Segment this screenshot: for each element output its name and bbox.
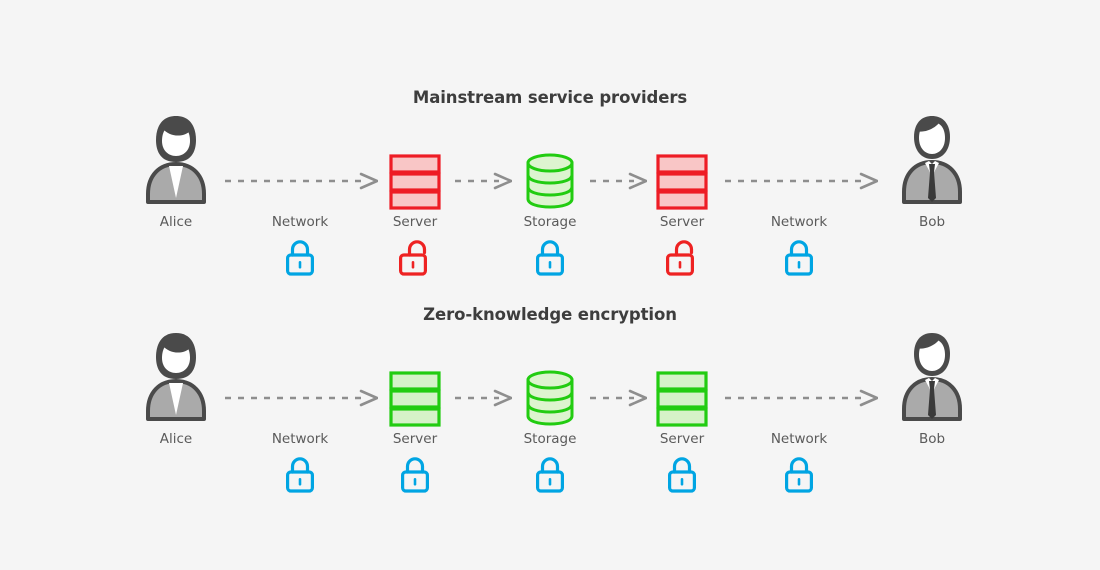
person-male-icon: [872, 110, 992, 210]
node-storage: Storage: [490, 110, 610, 278]
lock-status-locked: [240, 455, 360, 495]
server-icon-green: [389, 371, 441, 427]
dashed-arrow: [455, 172, 512, 190]
node-alice: Alice: [116, 110, 236, 278]
padlock-closed-icon: [784, 457, 813, 493]
network-link: [240, 110, 360, 210]
row-title-mainstream: Mainstream service providers: [412, 88, 688, 107]
node-network-2: Network: [739, 110, 859, 278]
server-icon-red: [622, 110, 742, 210]
node-network-1: Network: [240, 110, 360, 278]
server-icon-red: [656, 154, 708, 210]
lock-status-locked: [240, 238, 360, 278]
dashed-arrow: [590, 389, 647, 407]
lock-status-locked: [355, 455, 475, 495]
node-label: Storage: [523, 431, 577, 447]
node-label: Storage: [523, 214, 577, 230]
flow-arrow-1: [225, 170, 378, 192]
padlock-closed-icon: [285, 457, 314, 493]
person-male-icon: [902, 116, 962, 204]
network-link: [739, 110, 859, 210]
server-icon-red: [355, 110, 475, 210]
database-icon-green: [526, 370, 574, 426]
flow-arrow-4: [725, 387, 878, 409]
padlock-closed-icon: [285, 240, 314, 276]
node-server-1: Server: [355, 327, 475, 495]
padlock-closed-icon: [400, 457, 429, 493]
lock-status-unlocked: [355, 238, 475, 278]
database-icon-green: [526, 153, 574, 209]
node-label: Network: [271, 214, 329, 230]
row-title-zero-knowledge: Zero-knowledge encryption: [423, 305, 677, 324]
flow-arrow-1: [225, 387, 378, 409]
flow-arrow-3: [590, 170, 647, 192]
padlock-open-icon: [665, 240, 694, 276]
node-label: Bob: [918, 214, 946, 230]
server-icon-green: [622, 327, 742, 427]
row-nodes-mainstream: Alice Network Server Storage: [0, 110, 1100, 290]
dashed-arrow: [455, 389, 512, 407]
node-label: Network: [770, 214, 828, 230]
dashed-arrow: [590, 172, 647, 190]
lock-status-locked: [739, 238, 859, 278]
dashed-arrow: [725, 172, 878, 190]
person-male-icon: [902, 333, 962, 421]
lock-status-locked: [739, 455, 859, 495]
padlock-open-icon: [398, 240, 427, 276]
person-male-icon: [872, 327, 992, 427]
node-label: Bob: [918, 431, 946, 447]
node-bob: Bob: [872, 110, 992, 278]
node-alice: Alice: [116, 327, 236, 495]
node-network-2: Network: [739, 327, 859, 495]
padlock-closed-icon: [784, 240, 813, 276]
node-label: Server: [659, 214, 705, 230]
node-storage: Storage: [490, 327, 610, 495]
person-female-icon: [116, 110, 236, 210]
flow-arrow-2: [455, 387, 512, 409]
server-icon-red: [389, 154, 441, 210]
person-female-icon: [146, 333, 206, 421]
lock-status-unlocked: [622, 238, 742, 278]
database-icon-green: [490, 327, 610, 427]
flow-arrow-3: [590, 387, 647, 409]
node-server-2: Server: [622, 110, 742, 278]
node-label: Server: [659, 431, 705, 447]
row-nodes-zero-knowledge: Alice Network Server Storage: [0, 327, 1100, 507]
padlock-closed-icon: [535, 457, 564, 493]
server-icon-green: [355, 327, 475, 427]
padlock-closed-icon: [535, 240, 564, 276]
network-link: [240, 327, 360, 427]
node-network-1: Network: [240, 327, 360, 495]
person-female-icon: [116, 327, 236, 427]
network-link: [739, 327, 859, 427]
node-label: Network: [271, 431, 329, 447]
dashed-arrow: [725, 389, 878, 407]
server-icon-green: [656, 371, 708, 427]
node-label: Server: [392, 431, 438, 447]
flow-arrow-2: [455, 170, 512, 192]
lock-status-locked: [490, 238, 610, 278]
node-label: Alice: [159, 214, 193, 230]
flow-arrow-4: [725, 170, 878, 192]
database-icon-green: [490, 110, 610, 210]
dashed-arrow: [225, 389, 378, 407]
node-bob: Bob: [872, 327, 992, 495]
lock-status-locked: [490, 455, 610, 495]
node-server-2: Server: [622, 327, 742, 495]
dashed-arrow: [225, 172, 378, 190]
padlock-closed-icon: [667, 457, 696, 493]
node-label: Network: [770, 431, 828, 447]
lock-status-locked: [622, 455, 742, 495]
node-label: Alice: [159, 431, 193, 447]
node-label: Server: [392, 214, 438, 230]
person-female-icon: [146, 116, 206, 204]
node-server-1: Server: [355, 110, 475, 278]
